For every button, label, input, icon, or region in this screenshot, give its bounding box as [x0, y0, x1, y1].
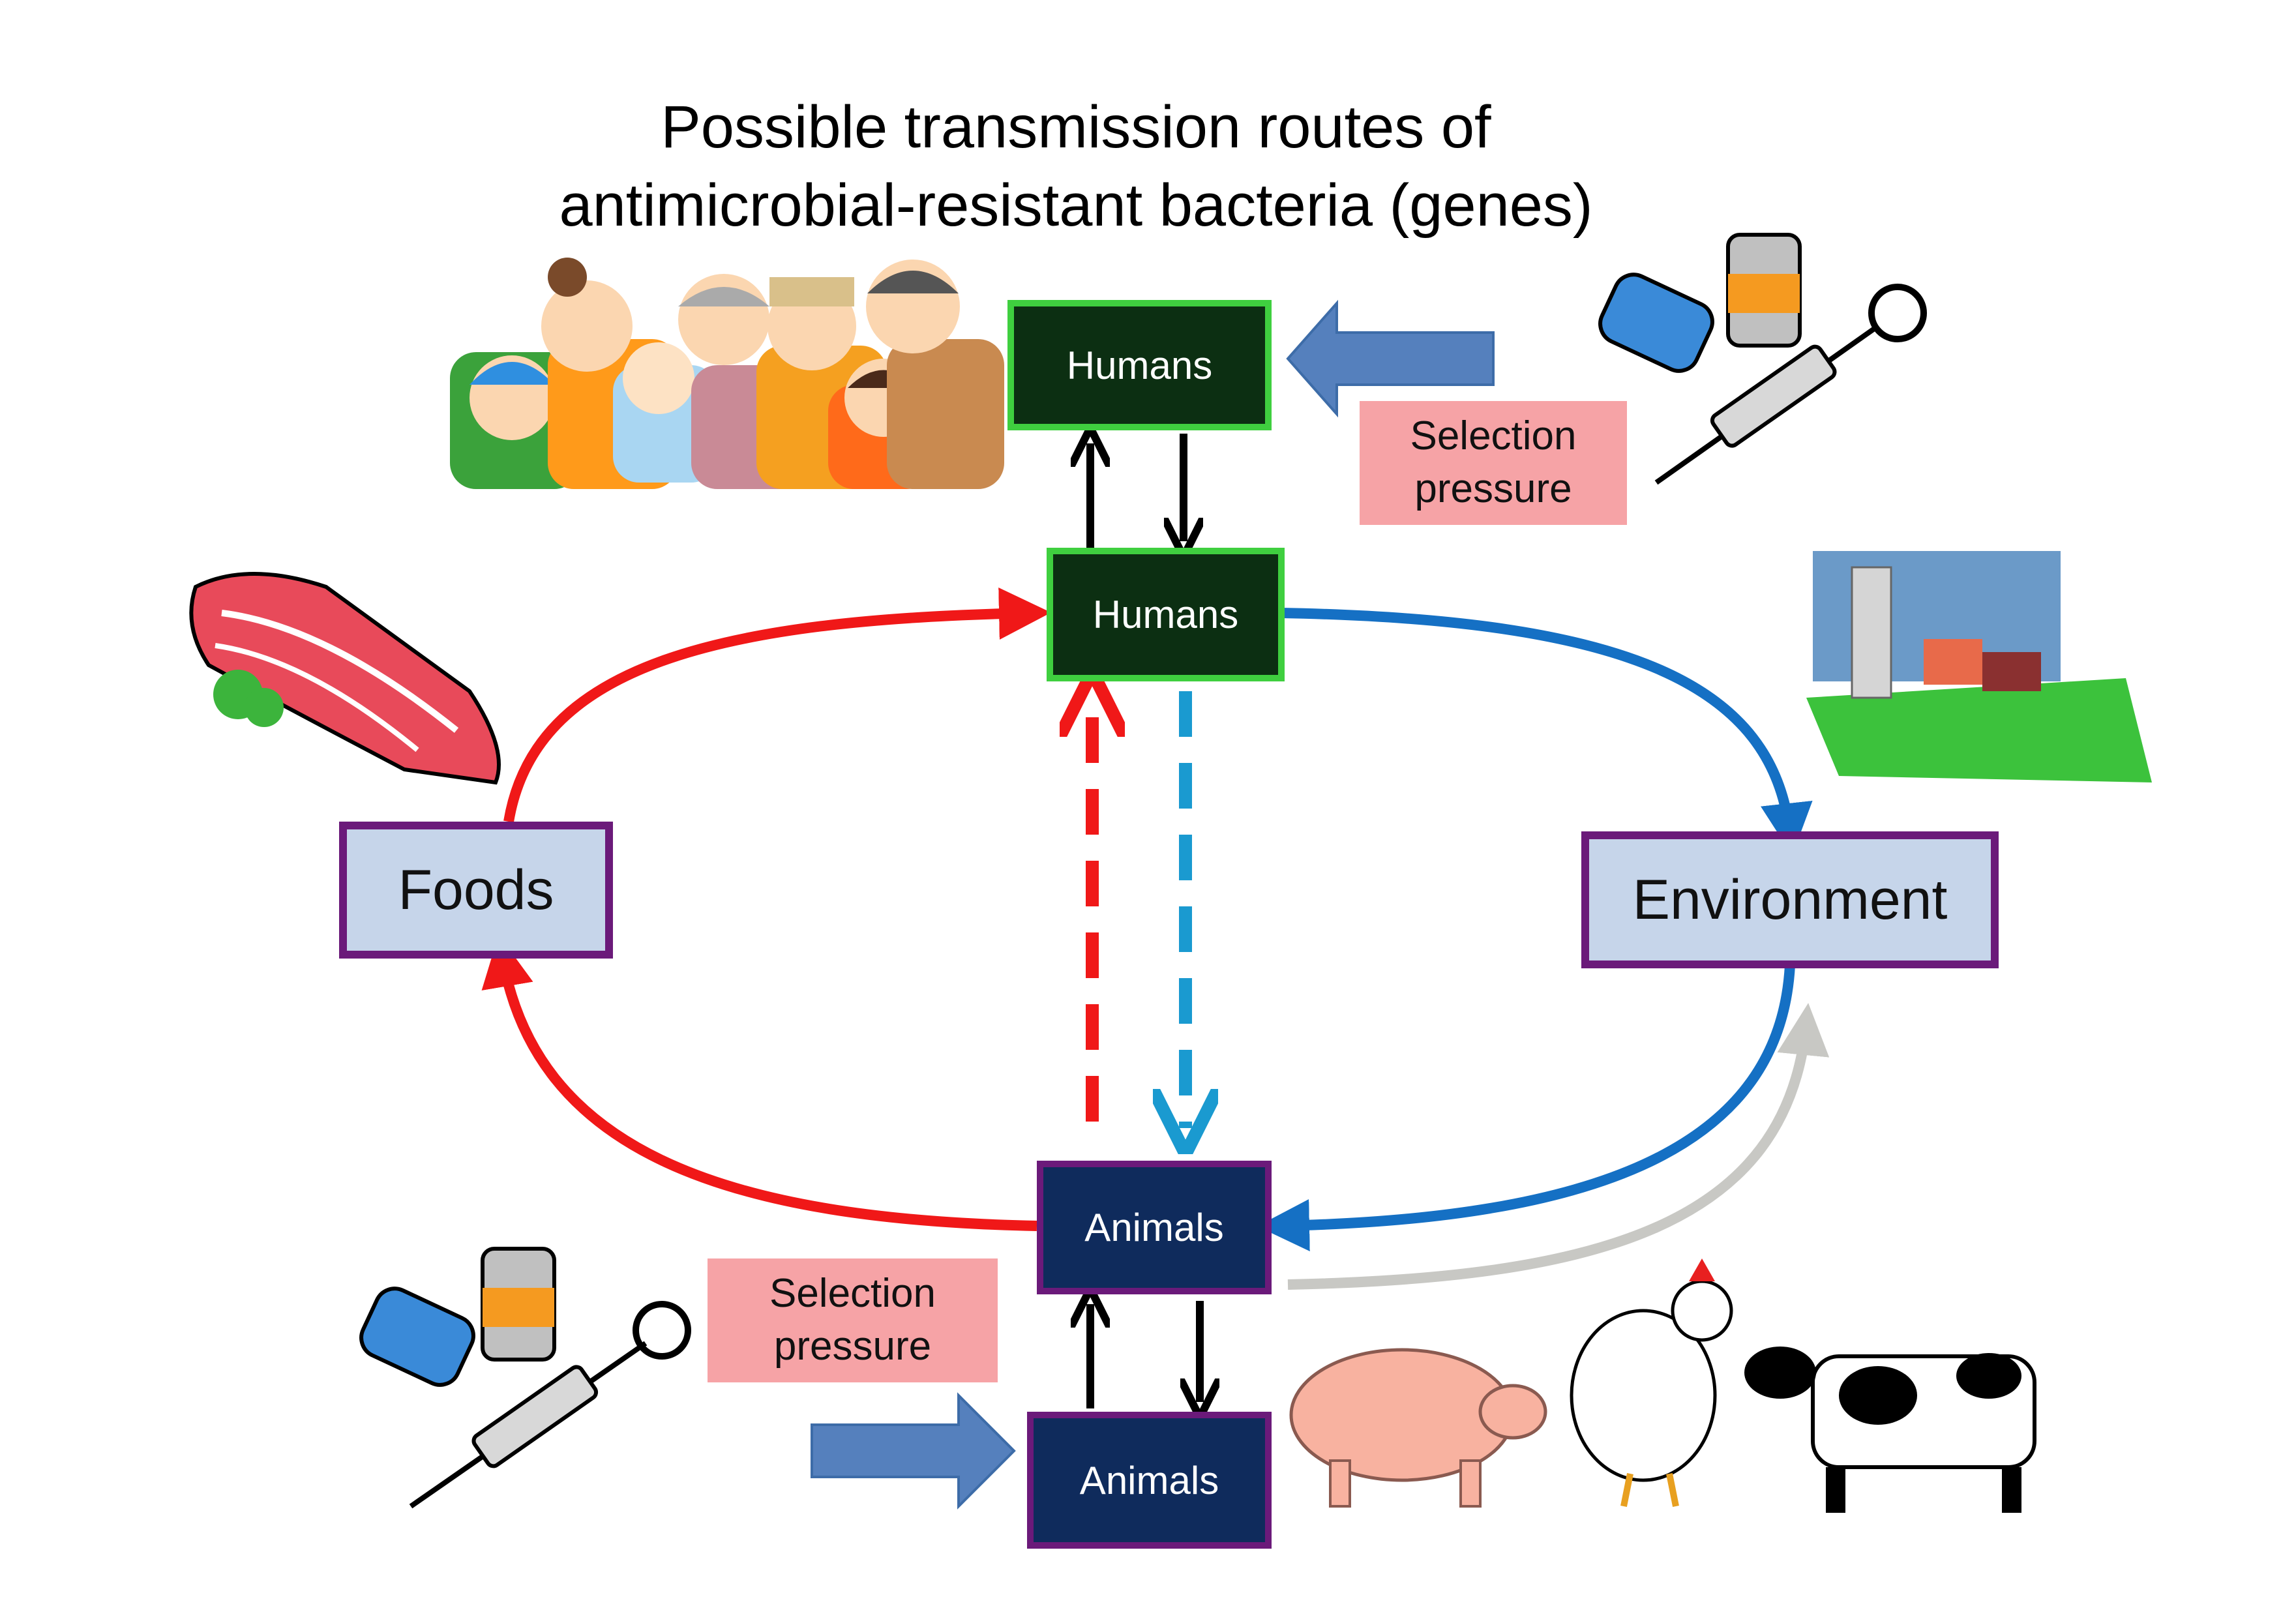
animals-to-foods-arrow: [481, 934, 1037, 1231]
animals-to-environment-arrow: [1287, 1003, 1830, 1290]
selection-pressure-bottom-line2: pressure: [773, 1324, 932, 1369]
humans-to-environment-arrow: [1281, 608, 1813, 856]
foods-box-label: Foods: [398, 858, 554, 921]
vials-syringe-icon: [1598, 233, 1927, 485]
environment-box: Environment: [1581, 831, 1999, 968]
selection-pressure-top-arrow: [1286, 299, 1495, 418]
meat-illustration: [189, 572, 501, 785]
vials-syringe-icon: [359, 1247, 691, 1509]
selection-pressure-top-line1: Selection: [1410, 413, 1577, 459]
farm-illustration: [1806, 551, 2152, 782]
animals-box-center-label: Animals: [1084, 1206, 1224, 1249]
selection-pressure-bottom: Selection pressure: [708, 1258, 998, 1382]
diagram-title-line1: Possible transmission routes of: [661, 94, 1491, 160]
animals-box-bottom: Animals: [1027, 1412, 1272, 1549]
pig-illustration: [1289, 1348, 1547, 1508]
selection-pressure-top: Selection pressure: [1360, 401, 1627, 525]
environment-to-animals-arrow: [1257, 964, 1795, 1252]
humans-box-top: Humans: [1007, 300, 1272, 430]
foods-box: Foods: [339, 822, 613, 959]
family-illustration: [450, 258, 1004, 489]
diagram-title-line2: antimicrobial-resistant bacteria (genes): [559, 172, 1593, 239]
selection-pressure-top-line2: pressure: [1414, 466, 1572, 511]
chicken-illustration: [1570, 1258, 1733, 1507]
humans-box-center: Humans: [1047, 548, 1285, 681]
humans-box-center-label: Humans: [1092, 593, 1239, 636]
environment-box-label: Environment: [1632, 868, 1948, 931]
animals-box-bottom-label: Animals: [1079, 1458, 1219, 1502]
foods-to-humans-arrow: [503, 588, 1051, 823]
cow-illustration: [1744, 1347, 2036, 1513]
selection-pressure-bottom-arrow: [811, 1392, 1016, 1510]
animals-box-center: Animals: [1037, 1161, 1272, 1294]
humans-box-top-label: Humans: [1066, 343, 1213, 387]
selection-pressure-bottom-line1: Selection: [769, 1271, 936, 1317]
